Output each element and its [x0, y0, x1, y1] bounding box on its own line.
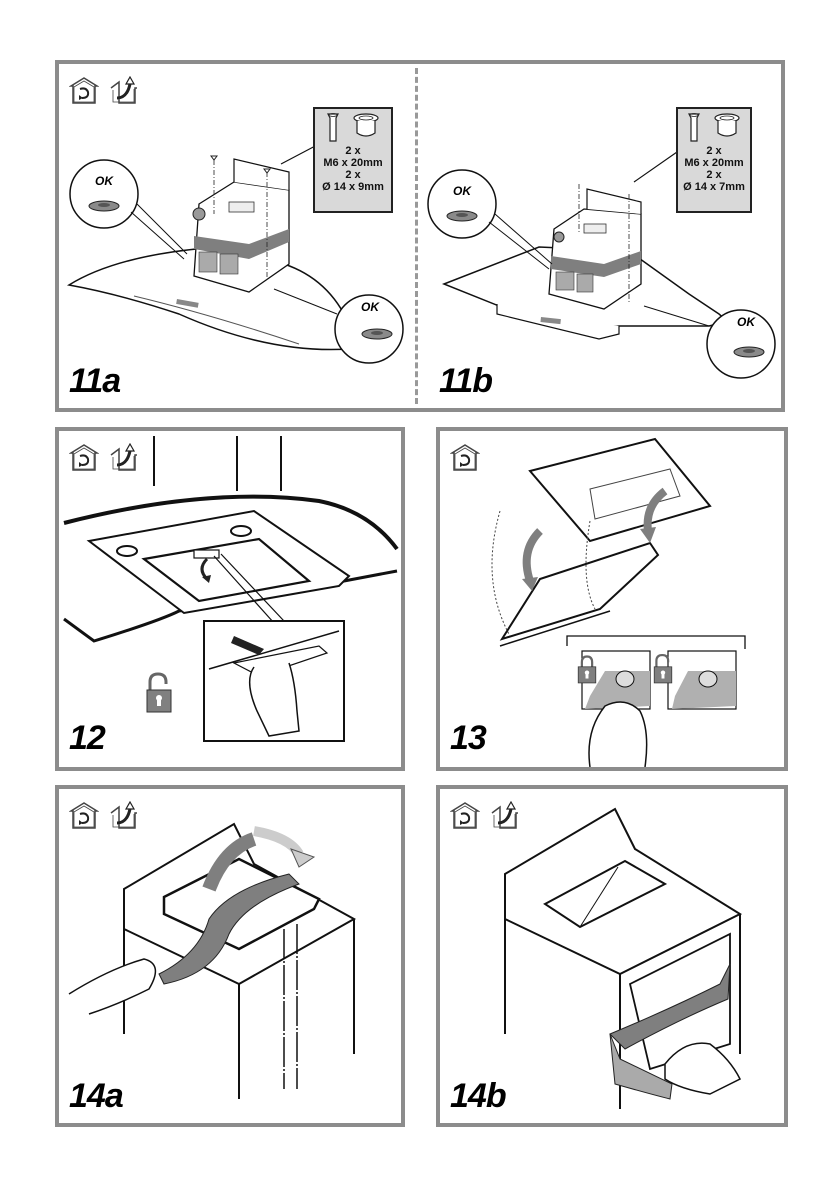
hood-mounting-illustration-11a: OK OK: [66, 138, 404, 364]
step-number-11a: 11a: [69, 362, 121, 400]
step-number-11b: 11b: [439, 362, 493, 400]
wall-plug-icon: [714, 113, 740, 139]
spec-plug-size: Ø 14 x 7mm: [683, 181, 745, 193]
ok-label-11a-right: OK: [361, 300, 380, 314]
spec-qty-plugs: 2 x: [345, 169, 361, 181]
step-number-14a: 14a: [69, 1077, 124, 1115]
panel-step-13: 13: [436, 427, 788, 771]
remove-tape-top-illustration: [68, 822, 357, 1099]
wall-plug-icon: [353, 113, 379, 139]
panel-step-12: 12: [55, 427, 405, 771]
panel-divider: [415, 68, 421, 404]
remove-tape-front-illustration: [504, 807, 743, 1109]
step-number-14b: 14b: [450, 1077, 507, 1115]
screw-icon: [327, 113, 339, 143]
hood-mounting-illustration-11b: OK OK: [427, 145, 776, 379]
ok-label-11b-right: OK: [737, 315, 756, 329]
grease-filter-removal-illustration: [63, 436, 399, 742]
spec-screw-size: M6 x 20mm: [684, 157, 744, 169]
spec-qty-screws: 2 x: [706, 145, 722, 157]
spec-qty-plugs: 2 x: [706, 169, 722, 181]
panel-step-14b: 14b: [436, 785, 788, 1127]
spec-qty-screws: 2 x: [345, 145, 361, 157]
ok-label-11b-left: OK: [453, 184, 472, 198]
spec-screw-size: M6 x 20mm: [323, 157, 383, 169]
step-number-12: 12: [69, 719, 106, 757]
unlocked-padlock-icon: [144, 671, 174, 715]
panel-step-14a: 14a: [55, 785, 405, 1127]
filter-frame-illustration: [491, 437, 746, 767]
spec-plug-size: Ø 14 x 9mm: [322, 181, 384, 193]
spec-box-11a: 2 x M6 x 20mm 2 x Ø 14 x 9mm: [313, 107, 393, 213]
screw-icon: [688, 113, 700, 143]
ok-label-11a-left: OK: [95, 174, 114, 188]
panel-step-11: OK OK 2 x M6 x 20mm 2 x Ø 14 x 9mm 11a: [55, 60, 785, 412]
spec-box-11b: 2 x M6 x 20mm 2 x Ø 14 x 7mm: [676, 107, 752, 213]
locked-padlock-icon: [576, 653, 598, 685]
step-number-13: 13: [450, 719, 487, 757]
unlocked-padlock-icon: [652, 653, 674, 685]
